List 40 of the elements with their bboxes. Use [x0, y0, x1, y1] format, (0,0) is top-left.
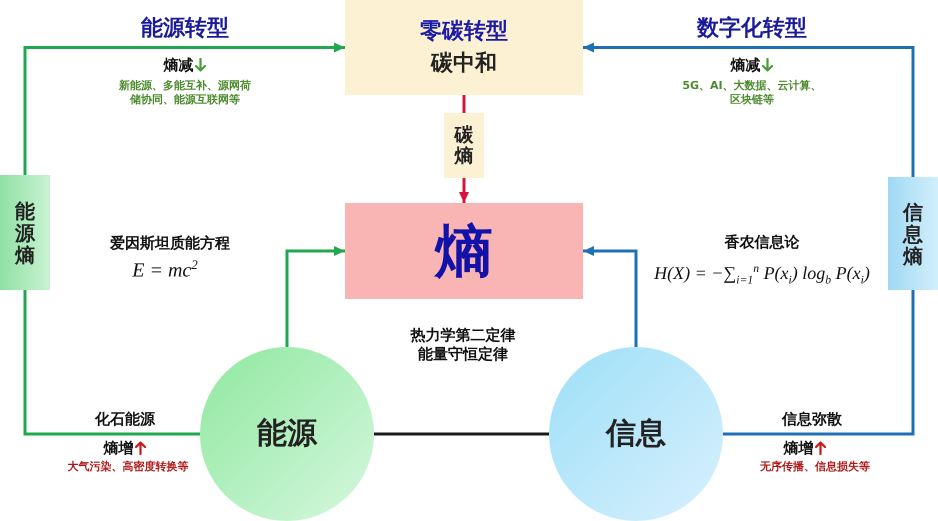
equation-title: 爱因斯坦质能方程 [110, 234, 230, 253]
source-label: 信息弥散 [782, 410, 842, 429]
connector-line [723, 290, 914, 436]
connector-line [24, 290, 200, 436]
box-text: 熵 [435, 216, 493, 287]
section-title: 能源转型 [141, 15, 229, 42]
source-label: 化石能源 [95, 410, 155, 429]
law-text: 热力学第二定律 [410, 326, 516, 345]
arrow [583, 246, 638, 347]
entropy-change-text: 熵减 [164, 56, 194, 75]
side-band [0, 175, 50, 290]
core-box [345, 203, 583, 299]
side-band [888, 177, 938, 290]
entropy-change-text: 熵增 [784, 439, 814, 458]
equation: H(X) = −∑$_{i=1}$$^{n}$ P(x$_{i}$) log$_{b}$ P(x$_{i}$) [654, 262, 870, 288]
band-text: 信息熵 [903, 200, 923, 266]
arrow [24, 42, 345, 175]
connector-line [374, 432, 549, 436]
example-list: 大气污染、高密度转换等 [68, 460, 188, 474]
box-heading: 零碳转型 [420, 18, 508, 46]
label-box [444, 113, 484, 178]
box-text: 碳中和 [431, 50, 497, 78]
circle-text: 信息 [606, 415, 666, 454]
arrow [286, 246, 345, 347]
goal-box [345, 0, 583, 95]
example-list: 5G、AI、大数据、云计算、区块链等 [680, 79, 824, 106]
entropy-change-text: 熵增 [104, 439, 134, 458]
band-text: 能源熵 [15, 200, 35, 266]
law-text: 能量守恒定律 [418, 345, 508, 364]
box-text: 碳熵 [454, 124, 474, 166]
circle-text: 能源 [257, 415, 317, 454]
example-list: 新能源、多能互补、源网荷储协同、能源互联网等 [115, 79, 255, 106]
entropy-change-text: 熵减 [730, 56, 760, 75]
equation-title: 香农信息论 [724, 233, 800, 252]
arrow [583, 42, 914, 177]
connector-line [462, 95, 466, 113]
example-list: 无序传播、信息损失等 [760, 460, 870, 474]
arrow [459, 178, 469, 203]
section-title: 数字化转型 [697, 15, 807, 42]
equation: E = mc$^{2}$ [132, 257, 198, 284]
